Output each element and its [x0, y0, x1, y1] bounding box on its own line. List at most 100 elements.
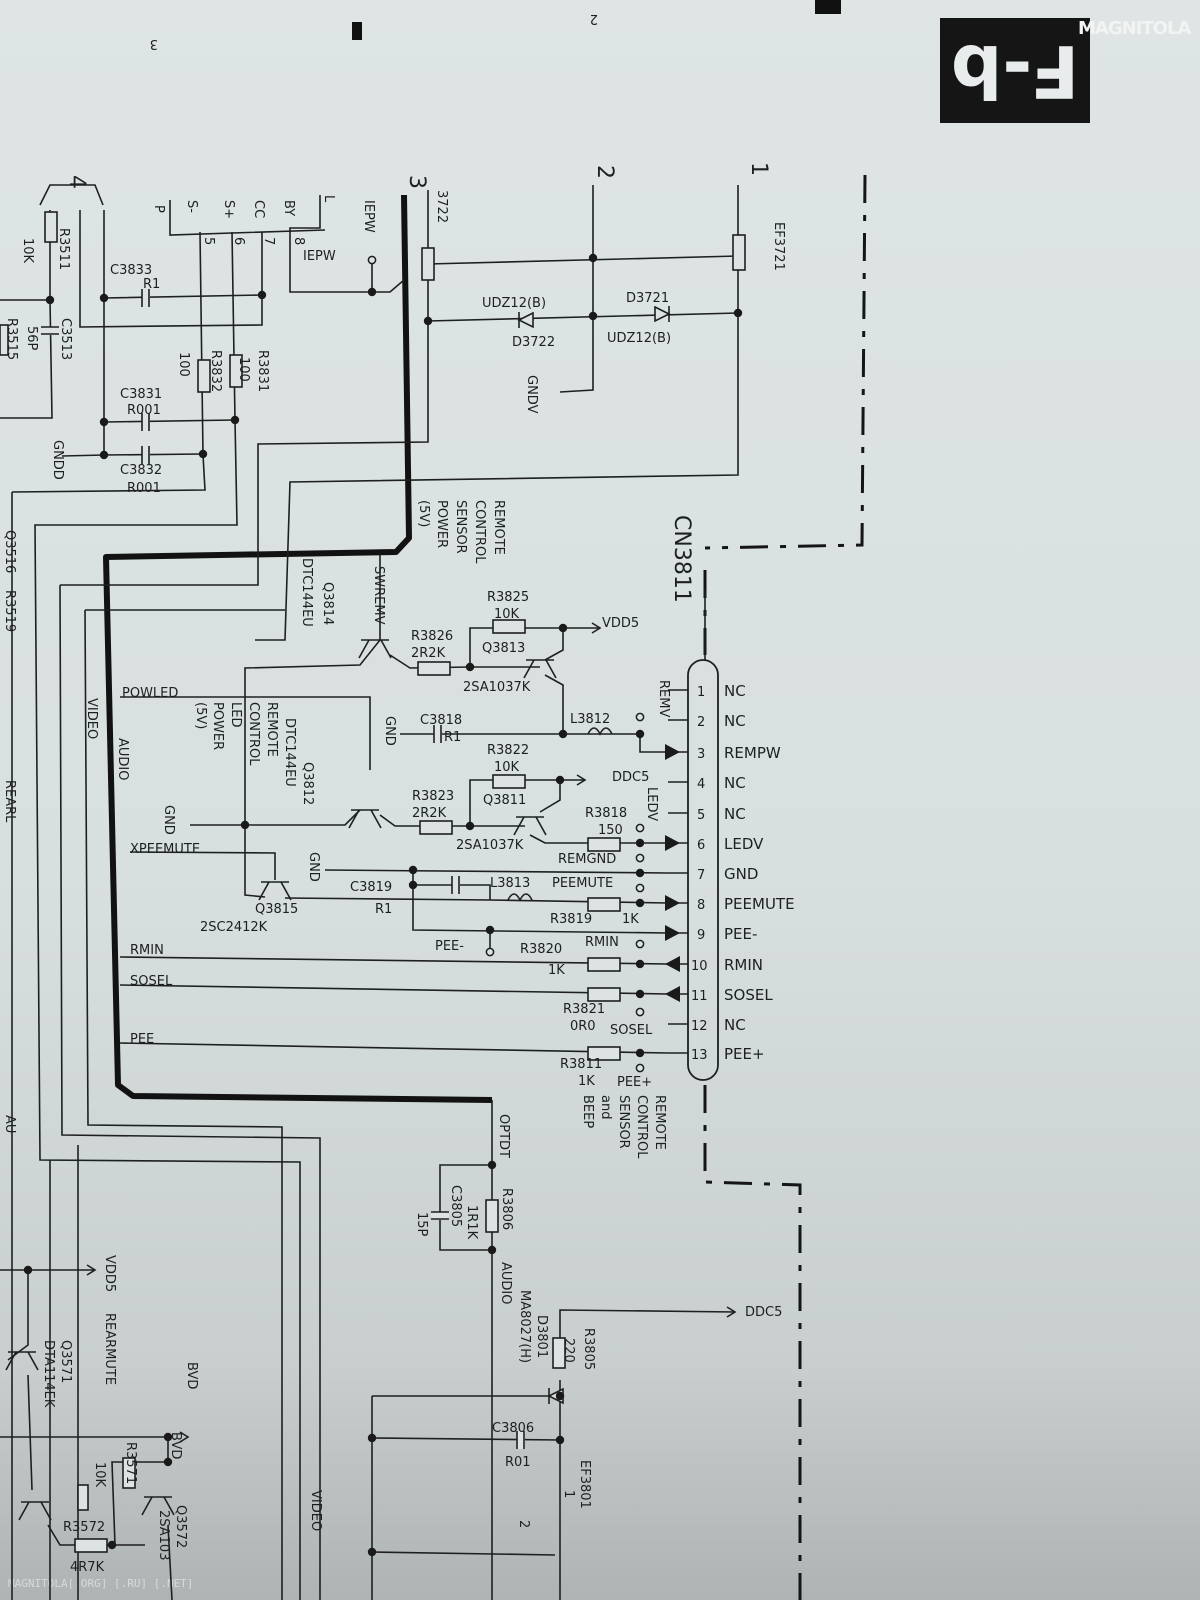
section-marker: 1 [746, 162, 771, 176]
wire [0, 299, 53, 419]
label-r3821-val: 0R0 [570, 1019, 596, 1034]
wire [60, 555, 259, 586]
label-peemute: PEEMUTE [552, 876, 613, 891]
test-point[interactable] [635, 883, 645, 893]
label-c3806: C3806 [492, 1421, 534, 1436]
wire [289, 195, 373, 293]
junction-dot [99, 450, 109, 460]
label-c3831-val: R001 [127, 403, 161, 418]
label-gndv: GNDV [524, 375, 539, 414]
wire [544, 628, 564, 661]
junction-dot [635, 838, 645, 848]
wire [559, 1309, 736, 1340]
zener-diode-icon [654, 305, 671, 323]
label-gndd: GNDD [50, 440, 65, 480]
resistor-icon [122, 1457, 136, 1489]
label-udz2: UDZ12(B) [482, 296, 546, 311]
connector-pin-label: S- [184, 200, 199, 213]
label-r3818: R3818 [585, 806, 627, 821]
label-gnd1: GND [382, 716, 397, 746]
board-outline [704, 174, 867, 550]
connector-body [687, 659, 719, 1081]
grid-number: 3 [150, 36, 158, 51]
junction-dot [635, 989, 645, 999]
transistor-icon [5, 1351, 39, 1371]
label-rmin-net: RMIN [130, 943, 164, 958]
test-point[interactable] [635, 823, 645, 833]
label-rearl: REARL [2, 780, 17, 823]
junction-dot [635, 868, 645, 878]
section-marker: 4 [64, 175, 89, 189]
grid-number: 2 [590, 11, 598, 26]
wire [439, 1164, 492, 1251]
pin-number: 1 [697, 685, 705, 700]
label-r3806: R3806 [499, 1188, 514, 1230]
connector-pin-label: BY [281, 200, 296, 216]
resistor-icon [44, 211, 58, 243]
label-r3825: R3825 [487, 590, 529, 605]
watermark-logo: MAGNITOLA [1078, 18, 1191, 39]
label-iepw-port: IEPW [361, 200, 376, 233]
junction-dot [240, 820, 250, 830]
label-ledv: LEDV [644, 787, 659, 821]
label-powled: POWLED [122, 686, 178, 701]
capacitor-icon [141, 289, 150, 307]
test-point[interactable] [635, 853, 645, 863]
test-point[interactable] [635, 1007, 645, 1017]
pin-number: 13 [691, 1048, 708, 1063]
label-q3815: Q3815 [255, 902, 298, 917]
wire [372, 279, 405, 293]
label-bvd2: BVD [168, 1432, 183, 1459]
junction-dot [635, 959, 645, 969]
test-point[interactable] [367, 255, 377, 265]
pin-number: 3 [697, 747, 705, 762]
note-rc-sensor-power: CONTROL [472, 500, 487, 564]
junction-dot [635, 1048, 645, 1058]
junction-dot [23, 1265, 33, 1275]
test-point[interactable] [485, 947, 495, 957]
test-point[interactable] [635, 1063, 645, 1073]
junction-dot [367, 1433, 377, 1443]
wire [427, 255, 739, 265]
junction-dot [107, 1540, 117, 1550]
label-c3832-val: R001 [127, 481, 161, 496]
label-r3822-val: 10K [494, 760, 520, 775]
label-q3572-type: 2SA103 [156, 1510, 171, 1560]
test-point[interactable] [635, 939, 645, 949]
label-l3812: L3812 [570, 712, 610, 727]
note-rc-led-power: CONTROL [246, 702, 261, 766]
junction-dot [408, 880, 418, 890]
junction-dot [465, 662, 475, 672]
connector-pin-number: 7 [261, 237, 276, 245]
label-r3818-val: 150 [598, 823, 623, 838]
junction-dot [465, 821, 475, 831]
junction-dot [163, 1432, 173, 1442]
label-c3805-val: 15P [414, 1212, 429, 1237]
note-rc-sensor-beep: CONTROL [634, 1095, 649, 1159]
connector-pin-number: 8 [291, 237, 306, 245]
label-iepw: IEPW [303, 249, 336, 264]
junction-dot [555, 775, 565, 785]
junction-dot [367, 1547, 377, 1557]
label-audio2: AUDIO [498, 1262, 513, 1305]
test-point[interactable] [635, 712, 645, 722]
wire [47, 1524, 145, 1546]
pin-name: LEDV [724, 835, 764, 853]
wire [257, 190, 429, 555]
note-rc-sensor-beep: BEEP [580, 1095, 595, 1128]
resistor-icon [492, 619, 526, 634]
